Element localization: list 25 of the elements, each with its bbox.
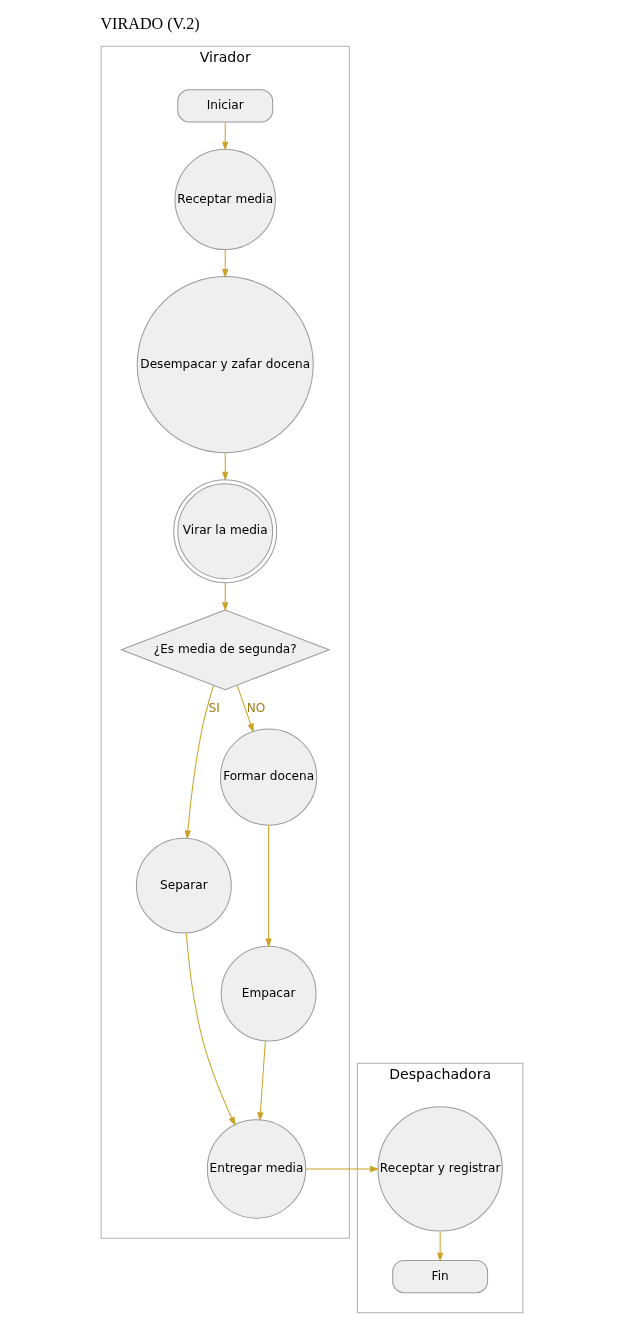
arrow	[304, 1165, 379, 1173]
node-box: Iniciar	[176, 89, 273, 123]
arrow	[184, 685, 214, 840]
arrow	[256, 1040, 266, 1122]
diagram-title: VIRADO (V.2)	[99, 15, 200, 33]
node-circle: Formar docena	[219, 728, 317, 826]
arrow	[236, 684, 254, 733]
node-circle: Entregar media	[206, 1119, 306, 1219]
edge-label: NO	[246, 701, 265, 716]
arrow	[221, 452, 228, 481]
node-circle: Receptar y registrar	[377, 1106, 503, 1232]
edge-label: SI	[208, 701, 220, 716]
node-circle: Empacar	[220, 945, 317, 1042]
node-circle: Virar la media	[172, 479, 277, 584]
arrow	[264, 824, 272, 948]
arrow	[221, 582, 228, 612]
node-diamond: ¿Es media de segunda?	[119, 609, 331, 691]
node-circle: Separar	[135, 837, 232, 934]
arrow	[221, 121, 228, 151]
node-circle: Desempacar y zafar docena	[136, 276, 314, 454]
arrow	[436, 1230, 443, 1262]
arrow	[221, 249, 228, 279]
node-circle: Receptar media	[174, 148, 276, 251]
arrow	[185, 932, 235, 1127]
node-box: Fin	[391, 1259, 488, 1294]
